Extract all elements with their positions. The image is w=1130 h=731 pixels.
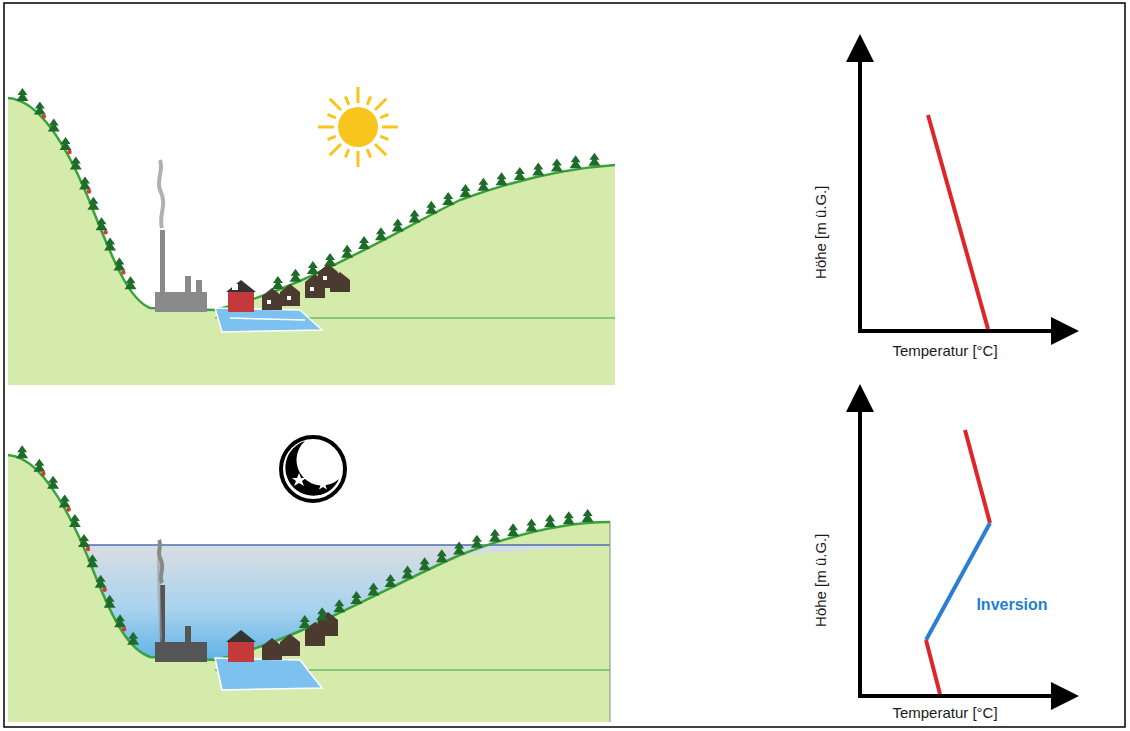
sun-ray <box>380 114 388 117</box>
tree <box>79 176 91 189</box>
tree <box>86 554 98 567</box>
tree-dot <box>103 230 107 234</box>
tree <box>307 261 319 274</box>
tree <box>392 218 404 231</box>
sun-ray <box>367 97 370 105</box>
tree <box>127 632 139 645</box>
sun-ray <box>328 114 336 117</box>
tree <box>551 159 563 172</box>
frame <box>4 3 1125 727</box>
tree <box>324 253 336 266</box>
tree-dot <box>102 588 106 592</box>
sun-ray <box>318 126 334 129</box>
tree <box>70 156 82 169</box>
sun-ray <box>380 136 388 139</box>
tree <box>375 227 387 240</box>
tree <box>113 257 125 270</box>
tree-dot <box>41 471 45 475</box>
sun-ray <box>375 99 386 110</box>
tree <box>16 445 28 458</box>
sun-ray <box>345 149 348 157</box>
tree <box>114 614 126 627</box>
tree <box>570 155 582 168</box>
tree-dot <box>87 189 91 193</box>
tree <box>442 192 454 205</box>
day-valley <box>8 87 615 385</box>
tree <box>532 162 544 175</box>
tree-dot <box>66 507 70 511</box>
tree <box>95 575 107 588</box>
tree <box>125 276 137 289</box>
tree <box>16 88 28 101</box>
tree <box>59 495 71 508</box>
tree <box>289 269 301 282</box>
tree <box>507 523 519 536</box>
tree <box>78 534 90 547</box>
tree <box>34 101 46 114</box>
tree <box>563 511 575 524</box>
tree <box>358 236 370 249</box>
tree <box>402 566 414 579</box>
tree-dot <box>86 547 90 551</box>
tree <box>272 276 284 289</box>
tree <box>96 217 108 230</box>
sun-ray <box>330 144 341 155</box>
tree-dot <box>42 114 46 118</box>
tree <box>47 476 59 489</box>
tree <box>333 599 345 612</box>
sun-ray <box>367 149 370 157</box>
tree <box>60 137 72 150</box>
tree-dot <box>67 150 71 154</box>
tree <box>48 118 60 131</box>
sun-ray <box>345 97 348 105</box>
tree <box>409 210 421 223</box>
temperature-graph-night <box>858 398 1065 696</box>
tree <box>341 245 353 258</box>
tree <box>419 557 431 570</box>
tree <box>316 607 328 620</box>
temperature-graph-day <box>858 48 1065 331</box>
axis-label: Temperatur [°C] <box>892 705 997 722</box>
sun-ray <box>375 144 386 155</box>
tree <box>477 178 489 191</box>
sun-ray <box>357 87 360 103</box>
night-valley <box>8 437 610 722</box>
tree <box>588 153 600 166</box>
tree <box>459 184 471 197</box>
tree <box>33 459 45 472</box>
sun-ray <box>330 99 341 110</box>
tree-dot <box>122 627 126 631</box>
tree <box>367 582 379 595</box>
tree <box>104 237 116 250</box>
tree <box>425 201 437 214</box>
tree <box>514 167 526 180</box>
tree <box>453 541 465 554</box>
inversion-label: Inversion <box>976 596 1047 614</box>
tree <box>436 549 448 562</box>
tree-dot <box>121 270 125 274</box>
trees <box>16 88 600 645</box>
axis-label: Höhe [m ü.G.] <box>814 185 831 278</box>
tree <box>69 514 81 527</box>
tree <box>384 574 396 587</box>
tree <box>582 509 594 522</box>
tree <box>471 535 483 548</box>
tree <box>350 591 362 604</box>
sun-ray <box>382 126 398 129</box>
tree <box>544 514 556 527</box>
axis-label: Temperatur [°C] <box>892 343 997 360</box>
tree <box>104 595 116 608</box>
tree <box>489 529 501 542</box>
tree <box>496 172 508 185</box>
sun-ray <box>357 151 360 167</box>
sun-ray <box>328 136 336 139</box>
tree <box>525 518 537 531</box>
axis-label: Höhe [m ü.G.] <box>814 533 831 626</box>
tree <box>87 197 99 210</box>
tree <box>299 615 311 628</box>
